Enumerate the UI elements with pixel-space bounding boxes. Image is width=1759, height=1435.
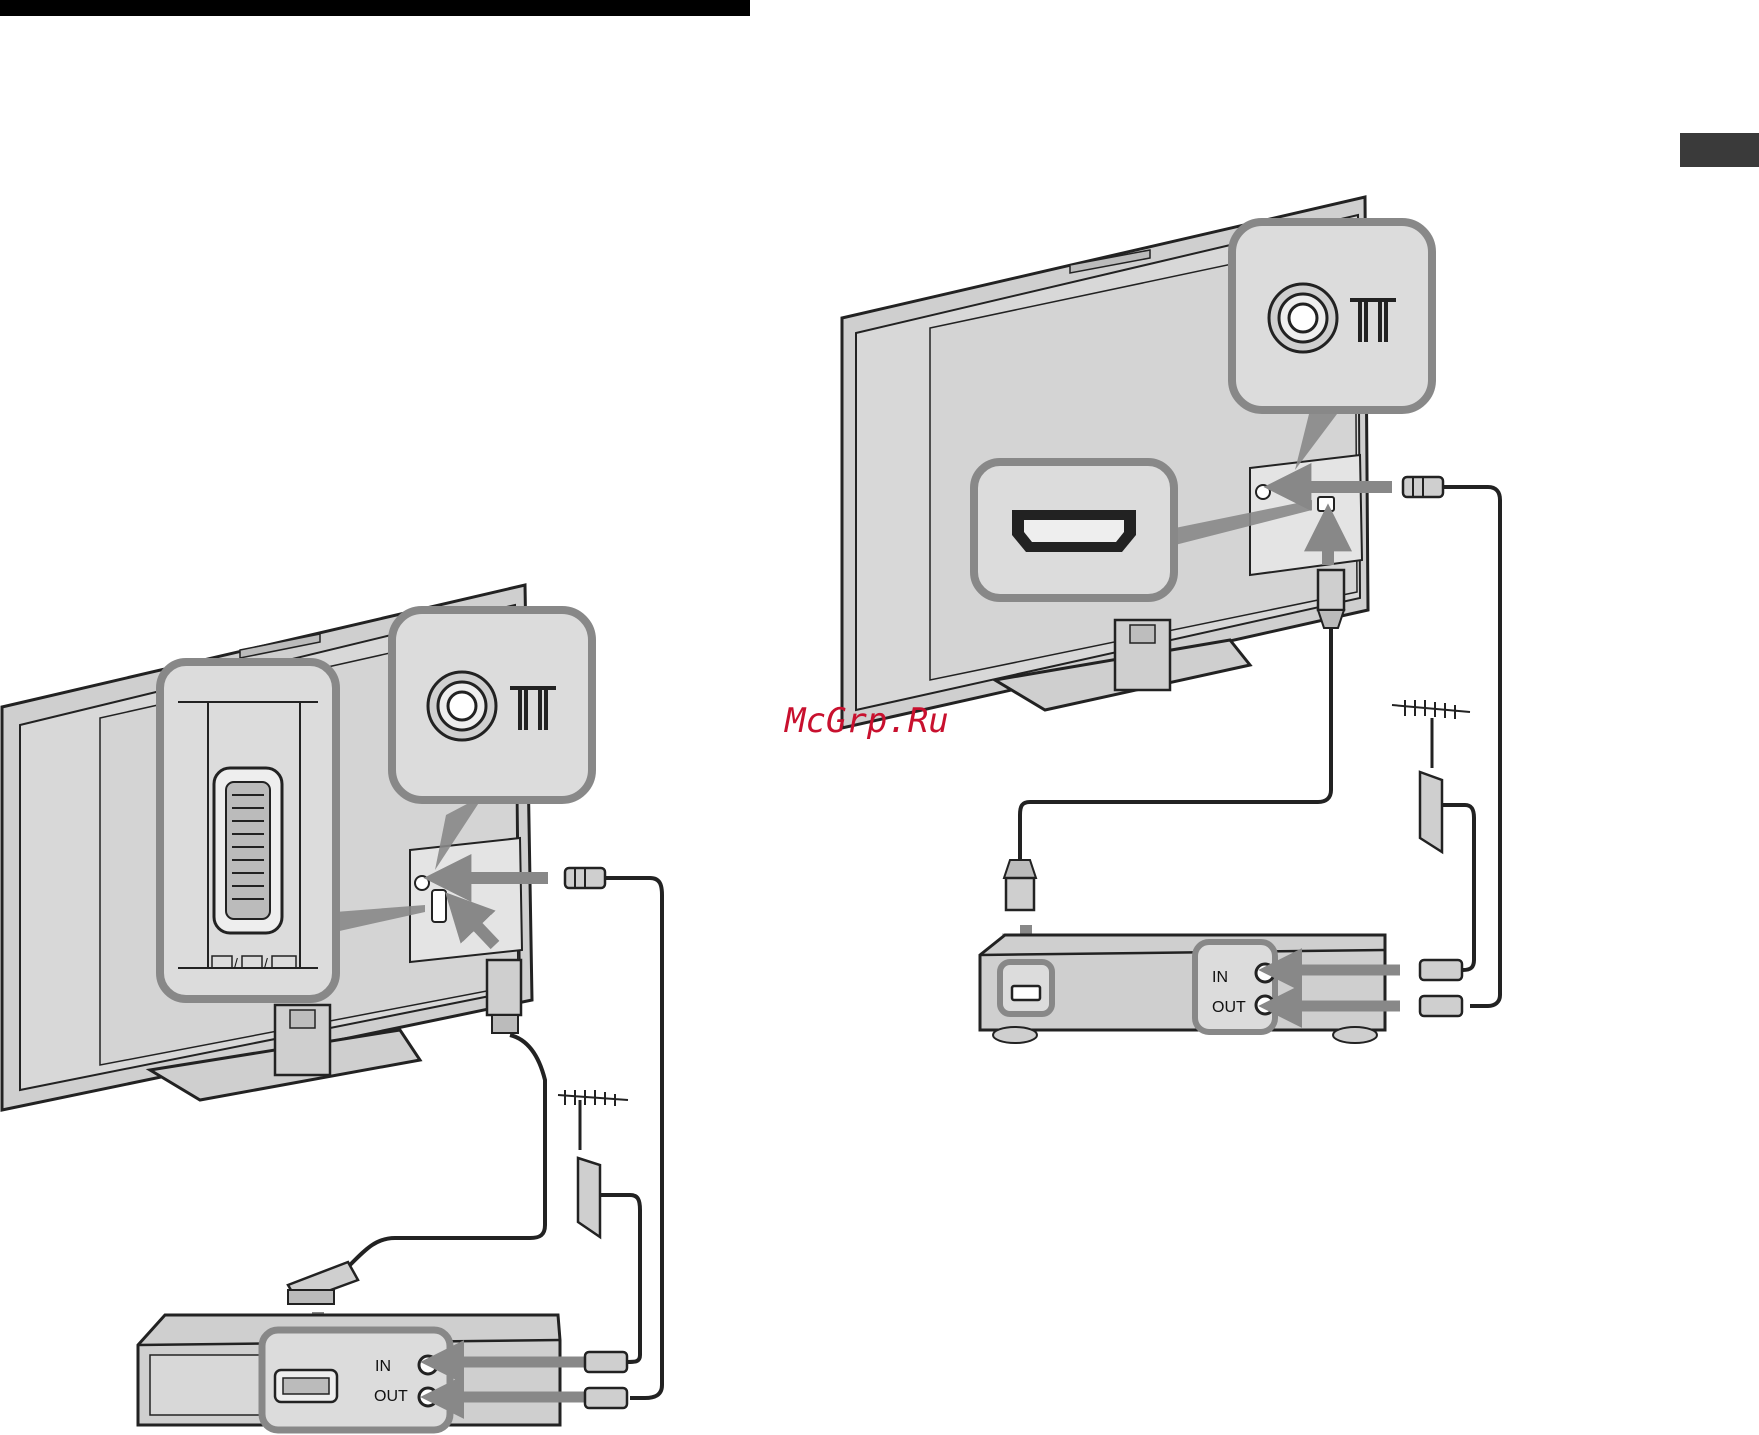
recorder-rf-out-socket [419,1388,437,1406]
tv-antenna-socket [415,876,429,890]
recorder-in-label: IN [375,1358,391,1375]
recorder-connector-panel-right [1195,942,1275,1032]
watermark: McGrp.Ru [784,701,949,741]
hdmi-port-icon [1012,510,1136,552]
left-setup: / / [2,585,662,1430]
right-setup: IN OUT [842,197,1500,1043]
recorder-left: IN OUT [138,1315,560,1430]
scart-plug-bottom [288,1262,358,1304]
antenna-zoom-callout-right [1232,222,1432,410]
hdmi-zoom-callout [974,462,1174,598]
recorder-hdmi-socket [1012,986,1040,1000]
recorder-in-label-right: IN [1212,969,1228,986]
scart-plug-top [487,960,521,1033]
recorder-out-label-right: OUT [1212,999,1246,1016]
tv-scart-socket [432,890,446,922]
antenna-zoom-callout-left [392,610,592,800]
recorder-rf-in-socket-right [1256,964,1274,982]
recorder-right: IN OUT [980,935,1385,1043]
scart-zoom-callout: / / [160,662,336,999]
side-tab [1680,133,1759,167]
scart-cable-left [345,1035,545,1270]
rf-cable-tv-left [605,878,662,1398]
icon-separator-2: / [264,955,268,971]
rf-plug-top-right [1403,477,1443,497]
hdmi-plug-top [1318,570,1344,628]
tv-hdmi-socket [1318,497,1334,511]
antenna-right [1392,700,1470,852]
rf-plug-top-left [565,868,605,888]
recorder-out-label: OUT [374,1388,408,1405]
recorder-rf-out-socket-right [1256,996,1274,1014]
rf-plugs-recorder-left [585,1352,627,1408]
antenna-left [558,1090,628,1237]
recorder-rf-in-socket [419,1356,437,1374]
tv-antenna-socket-right [1256,485,1270,499]
rf-plugs-recorder-right [1420,960,1462,1016]
icon-separator-1: / [234,955,238,971]
rf-cable-tv-right [1443,487,1500,1006]
hdmi-plug-bottom [1004,860,1036,910]
rf-cable-antenna-left [600,1195,640,1362]
rf-cable-antenna-right [1442,805,1474,970]
header-bar [0,0,750,16]
